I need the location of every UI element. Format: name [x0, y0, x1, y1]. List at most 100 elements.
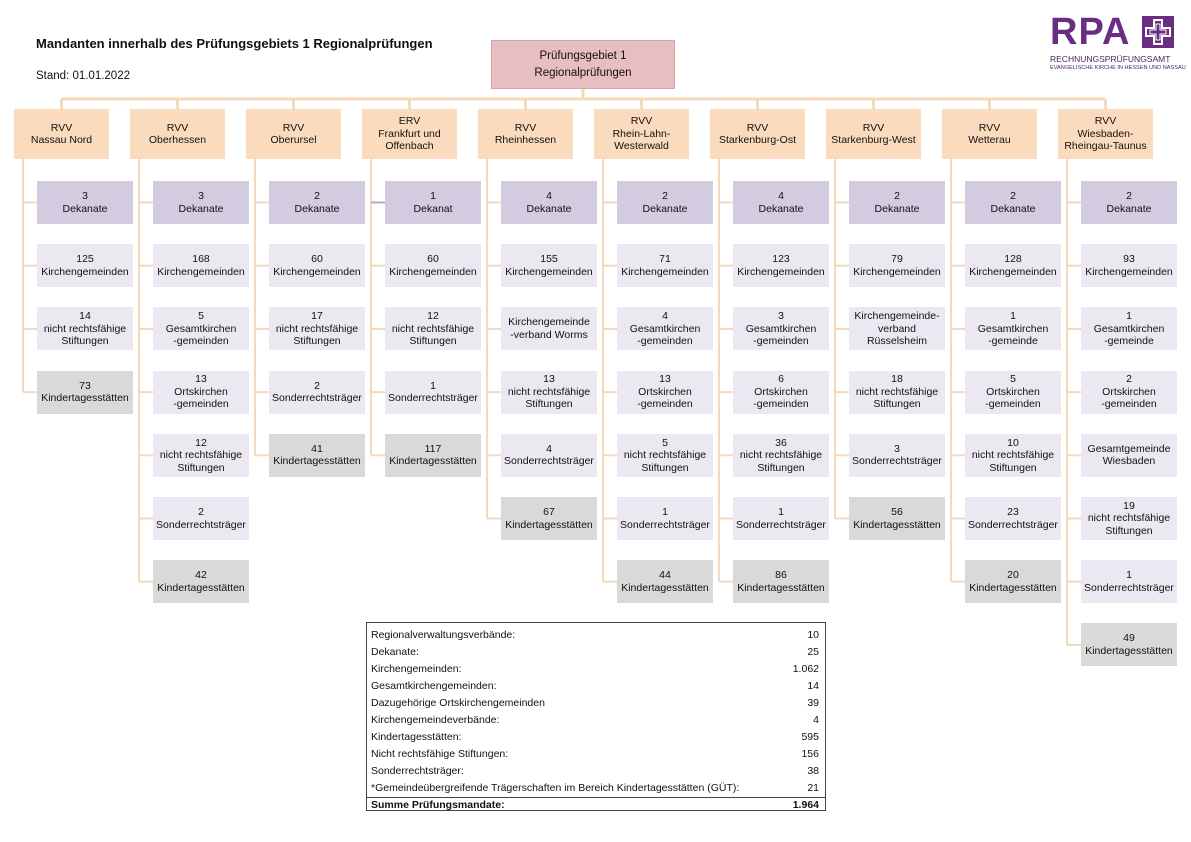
box-text-line: Kirchengemeinden — [621, 265, 709, 278]
box-text-line: Kirchengemeinde — [508, 316, 590, 329]
box-text-line: Kindertagesstätten — [273, 455, 361, 468]
box-text-line: RVV — [50, 121, 73, 134]
box-text-line: Dekanate — [990, 202, 1036, 215]
box-text-line: 125 — [76, 253, 94, 266]
box-text-line: RVV — [1094, 115, 1117, 128]
box-text-line: 3 — [82, 190, 88, 202]
summary-label: Kindertagesstätten: — [371, 731, 462, 743]
logo-subtitle-small: EVANGELISCHE KIRCHE IN HESSEN UND NASSAU — [1050, 65, 1186, 71]
box-text-line: 3 — [198, 190, 204, 202]
summary-value: 21 — [807, 782, 819, 794]
box-text-line: 93 — [1123, 253, 1135, 266]
box-text-line: Kindertagesstätten — [505, 518, 593, 531]
box-text-line: Gesamtkirchen — [629, 322, 701, 335]
box-text-line: 5 — [1010, 373, 1016, 386]
box-text-line: -gemeinden — [173, 398, 229, 411]
box-text-line: -gemeinden — [637, 335, 693, 348]
box-text-line: 2 — [1126, 373, 1132, 386]
box-text-line: Kirchengemeinden — [389, 265, 477, 278]
box-text-line: 73 — [79, 379, 91, 392]
box-text-line: 41 — [311, 442, 323, 455]
summary-row: Gesamtkirchengemeinden:14 — [371, 678, 819, 695]
box-text-line: Kirchengemeinden — [737, 265, 825, 278]
box-text-line: Oberhessen — [148, 134, 207, 146]
box-text-line: Sonderrechtsträger — [504, 455, 594, 468]
box-text-line: 4 — [662, 310, 668, 323]
summary-label: Regionalverwaltungsverbände: — [371, 629, 516, 641]
box-text-line: Dekanate — [526, 202, 572, 215]
box-text-line: 1 — [1126, 569, 1132, 582]
box-text-line: Kindertagesstätten — [969, 581, 1057, 594]
summary-value: 25 — [807, 646, 819, 658]
box-text-line: 79 — [891, 253, 903, 266]
box-text-line: verband — [878, 322, 916, 335]
box-text-line: 10 — [1007, 436, 1019, 449]
box-text-line: 155 — [540, 253, 558, 266]
box-text-line: RVV — [282, 121, 305, 134]
box-text-line: -gemeinden — [1101, 398, 1157, 411]
box-text-line: Ortskirchen — [174, 385, 228, 398]
summary-row: Sonderrechtsträger:38 — [371, 763, 819, 780]
summary-row: *Gemeindeübergreifende Trägerschaften im… — [371, 780, 819, 797]
box-text-line: Kirchengemeinde- — [854, 310, 940, 323]
summary-row: Regionalverwaltungsverbände:10 — [371, 627, 819, 644]
box-text-line: RVV — [862, 121, 885, 134]
box-text-line: RVV — [746, 121, 769, 134]
box-text-line: 71 — [659, 253, 671, 266]
box-text-line: Ortskirchen — [1102, 385, 1156, 398]
box-text-line: Rhein-Lahn- — [612, 127, 671, 140]
summary-label: Kirchengemeinden: — [371, 663, 462, 675]
box-text-line: 14 — [79, 310, 91, 323]
box-text-line: 19 — [1123, 499, 1135, 512]
box-text-line: nicht rechtsfähige — [507, 385, 591, 398]
box-text-line: 13 — [543, 373, 555, 386]
box-text-line: Kirchengemeinden — [41, 265, 129, 278]
box-text-line: Kindertagesstätten — [1085, 644, 1173, 657]
box-text-line: Stiftungen — [1105, 524, 1153, 537]
stand-date: Stand: 01.01.2022 — [36, 70, 130, 82]
box-text-line: nicht rechtsfähige — [43, 322, 127, 335]
summary-total-row: Summe Prüfungsmandate:1.964 — [367, 797, 825, 812]
box-text-line: RVV — [514, 121, 537, 134]
box-text-line: 5 — [198, 310, 204, 323]
box-text-line: RVV — [166, 121, 189, 134]
box-text-line: 1 — [1126, 310, 1132, 323]
box-text-line: Stiftungen — [873, 398, 921, 411]
box-text-line: nicht rechtsfähige — [159, 449, 243, 462]
summary-row: Kirchengemeindeverbände:4 — [371, 712, 819, 729]
summary-label: Nicht rechtsfähige Stiftungen: — [371, 748, 509, 760]
box-text-line: 1 — [662, 506, 668, 518]
rpa-logo: RPA RECHNUNGSPRÜFUNGSAMT EVANGELISCHE KI… — [1050, 12, 1186, 74]
box-text-line: 5 — [662, 436, 668, 449]
box-text-line: Starkenburg-West — [831, 134, 916, 146]
box-text-line: 60 — [427, 253, 439, 266]
box-text-line: Dekanate — [62, 202, 108, 215]
box-text-line: 2 — [1126, 190, 1132, 202]
box-text-line: 4 — [546, 190, 552, 202]
box-text-line: Gesamtkirchen — [1093, 322, 1165, 335]
box-text-line: 44 — [659, 569, 671, 582]
box-text-line: 4 — [778, 190, 784, 202]
box-text-line: Kirchengemeinden — [853, 265, 941, 278]
